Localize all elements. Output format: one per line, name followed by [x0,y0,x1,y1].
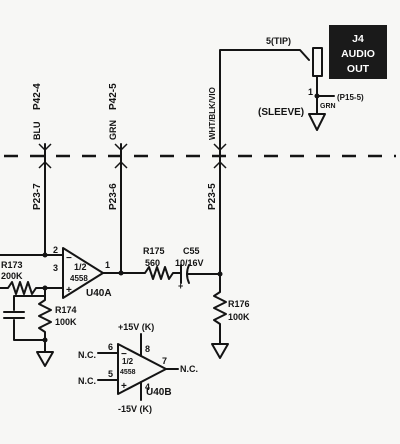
opamp-b-pin6: 6 [108,342,113,352]
opamp-b-pin5: 5 [108,369,113,379]
opamp-a-pin2: 2 [53,245,58,255]
opamp-b-nc-in2: N.C. [78,376,96,386]
opamp-a-pin1: 1 [105,260,110,270]
r176-ref: R176 [228,299,250,309]
tip-wire [219,49,310,151]
label-p23-5: P23-5 [207,183,218,210]
jack-pin1-label: 1 [308,87,313,97]
label-blu: BLU [32,122,42,141]
opamp-b-pin4: 4 [145,382,150,392]
opamp-b-pin8: 8 [145,344,150,354]
r174-ref: R174 [55,305,77,315]
jack-title-line2: AUDIO [341,48,375,60]
r175-ref: R175 [143,246,165,256]
r176-value: 100K [228,312,250,322]
opamp-b-part: 4558 [120,369,136,376]
junction-pin1 [118,270,124,276]
resistor-r173 [0,281,64,295]
jack-body [312,47,323,77]
resistor-r174 [38,287,52,353]
opamp-b-minus: − [121,349,127,360]
jack-sleeve-label: (SLEEVE) [258,107,304,118]
opamp-b-nc-in: N.C. [78,350,96,360]
label-p42-5: P42-5 [108,83,119,110]
opamp-b-half: 1/2 [122,357,134,366]
resistor-r176 [213,283,227,345]
opamp-a-plus: + [66,285,72,296]
junction-c55 [217,271,223,277]
label-grn: GRN [108,120,118,140]
r175-value: 560 [145,258,160,268]
opamp-a-minus: − [66,253,72,264]
cap-wire-bottom [13,319,46,341]
supply-negative: -15V (K) [118,404,152,414]
opamp-b-plus: + [121,381,127,392]
connector-p42-5 [114,143,128,152]
opamp-a-pin3: 3 [53,263,58,273]
opamp-b-ref: U40B [146,387,172,398]
jack-title-line1: J4 [352,33,364,45]
jack-p15-label: (P15-5) [337,93,364,102]
label-p23-6: P23-6 [108,183,119,210]
label-p23-7: P23-7 [32,183,43,210]
opamp-b-pin7: 7 [162,356,167,366]
c55-plus: + [178,281,183,291]
ground-symbol-left [36,351,54,367]
label-p42-4: P42-4 [32,83,43,110]
label-wht-blk-vio: WHT/BLK/VIO [208,87,217,140]
resistor-r175 [102,266,182,280]
connector-p42-4 [38,143,52,152]
opamp-u40b [117,343,167,395]
connector-wht [213,143,227,152]
jack-title-line3: OUT [347,63,370,75]
opamp-a-part: 4558 [70,274,88,283]
r173-ref: R173 [1,260,23,270]
opamp-a-ref: U40A [86,288,112,299]
supply-positive: +15V (K) [118,322,154,332]
sleeve-ground-symbol [308,113,326,131]
jack-label-box [329,25,387,79]
junction-ground [42,337,48,343]
connector-p23-6 [114,160,128,169]
connector-p23-5 [213,160,227,169]
opamp-u40a [62,247,104,299]
jack-grn-label: GRN [320,103,336,110]
c55-value: 10/16V [175,258,204,268]
ground-symbol-r176 [211,343,229,359]
opamp-a-half: 1/2 [74,262,87,272]
jack-tip-label: 5(TIP) [266,36,291,46]
r173-value: 200K [1,271,23,281]
opamp-b-nc-out: N.C. [180,364,198,374]
c55-ref: C55 [183,246,200,256]
r174-value: 100K [55,317,77,327]
cap-wire-top [13,295,46,311]
connector-p23-7 [38,160,52,169]
